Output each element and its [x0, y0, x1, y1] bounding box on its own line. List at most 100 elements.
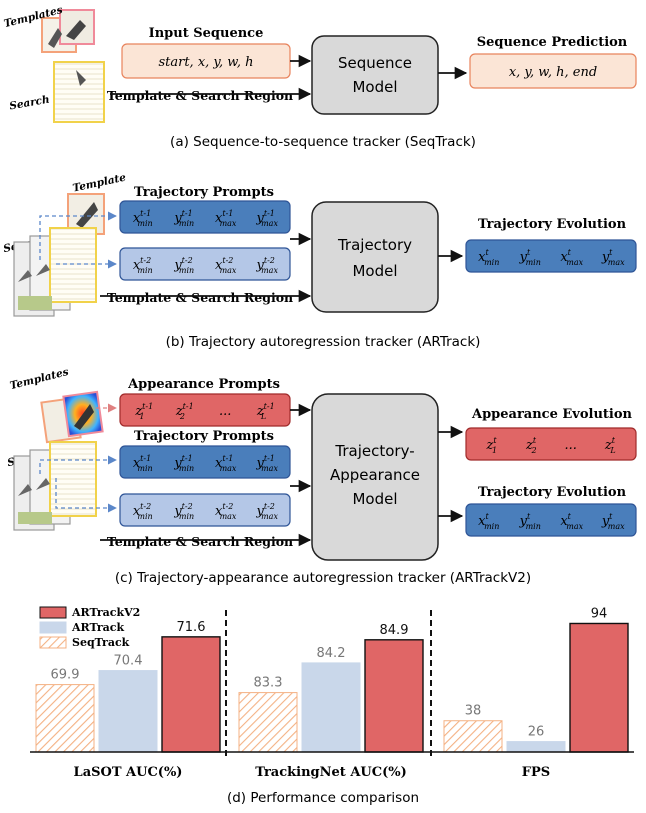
templates-thumb-label-c: Templates	[9, 366, 70, 392]
templates-thumbnails	[41, 9, 95, 53]
trajectory-prompts-title-b: Trajectory Prompts	[134, 185, 274, 200]
data-label: 84.9	[380, 623, 409, 638]
bar-seqtrack-1	[238, 692, 298, 753]
data-label: 83.3	[254, 676, 283, 691]
appearance-evolution-box	[465, 427, 637, 461]
trajectory-prompts-title-c: Trajectory Prompts	[134, 429, 274, 444]
bar-artrackv2-1	[364, 639, 424, 753]
data-label: 38	[465, 704, 482, 719]
data-label: 70.4	[114, 654, 143, 669]
trajectory-prompt-1-c	[119, 445, 291, 479]
trajectory-model-line1: Trajectory	[337, 236, 412, 254]
legend-label: ARTrackV2	[71, 606, 140, 619]
trajectory-evolution-title-b: Trajectory Evolution	[478, 217, 627, 232]
search-thumb-label: Search	[8, 94, 50, 113]
template-search-label-c: Template & Search Region	[107, 534, 293, 549]
search-frames-c	[13, 441, 97, 531]
category-label: TrackingNet AUC(%)	[255, 765, 407, 780]
input-sequence-tokens: start, x, y, w, h	[158, 55, 253, 70]
sequence-prediction-title: Sequence Prediction	[477, 35, 628, 50]
bar-seqtrack-0	[35, 684, 95, 753]
trajectory-prompt-2-c	[119, 493, 291, 527]
input-sequence-title: Input Sequence	[149, 26, 264, 41]
legend-swatch-artrackv2	[39, 606, 67, 619]
data-label: 69.9	[51, 668, 80, 683]
ta-model-line1: Trajectory-	[334, 442, 414, 460]
sequence-model-line1: Sequence	[338, 54, 412, 72]
caption-a: (a) Sequence-to-sequence tracker (SeqTra…	[170, 134, 476, 150]
data-label: 71.6	[177, 620, 206, 635]
legend-swatch-seqtrack	[39, 636, 67, 649]
template-search-label-a: Template & Search Region	[107, 88, 293, 103]
legend-swatch-artrack	[39, 621, 67, 634]
sequence-prediction-tokens: x, y, w, h, end	[509, 65, 597, 80]
trajectory-evolution-title-c: Trajectory Evolution	[478, 485, 627, 500]
bar-artrack-0	[98, 670, 158, 753]
trajectory-evolution-box-b	[465, 239, 637, 273]
bar-artrack-1	[301, 662, 361, 753]
bar-artrackv2-2	[569, 622, 629, 753]
panel-c: Templates Search Appearance Prompts zt-1…	[6, 366, 637, 586]
trajectory-prompt-1-b	[119, 200, 291, 234]
data-label: 26	[528, 725, 545, 740]
data-label: 84.2	[317, 646, 346, 661]
trajectory-appearance-model-box	[311, 393, 439, 561]
template-search-label-b: Template & Search Region	[107, 290, 293, 305]
legend-label: ARTrack	[71, 621, 124, 634]
search-frames-b	[13, 227, 97, 317]
caption-d: (d) Performance comparison	[227, 790, 419, 806]
appearance-prompts-title: Appearance Prompts	[127, 377, 280, 392]
trajectory-prompt-2-b	[119, 247, 291, 281]
search-thumbnail	[53, 61, 105, 123]
prompt-link-2-c	[55, 478, 117, 513]
bar-seqtrack-2	[443, 720, 503, 753]
templates-thumbnails-c	[40, 390, 104, 444]
template-thumb-label-b: Template	[72, 172, 128, 195]
prompt-link-1-c	[39, 455, 117, 474]
data-label: 94	[591, 606, 608, 621]
ta-model-line2: Appearance	[330, 466, 420, 484]
caption-c: (c) Trajectory-appearance autoregression…	[115, 570, 531, 586]
trajectory-model-line2: Model	[352, 262, 397, 280]
prompt-link-1-b	[39, 211, 117, 260]
bar-artrackv2-0	[161, 636, 221, 753]
category-label: LaSOT AUC(%)	[74, 765, 183, 780]
legend-label: SeqTrack	[72, 636, 130, 649]
token-2: ...	[565, 438, 577, 453]
token-2: ...	[219, 404, 231, 419]
bar-artrack-2	[506, 741, 566, 753]
